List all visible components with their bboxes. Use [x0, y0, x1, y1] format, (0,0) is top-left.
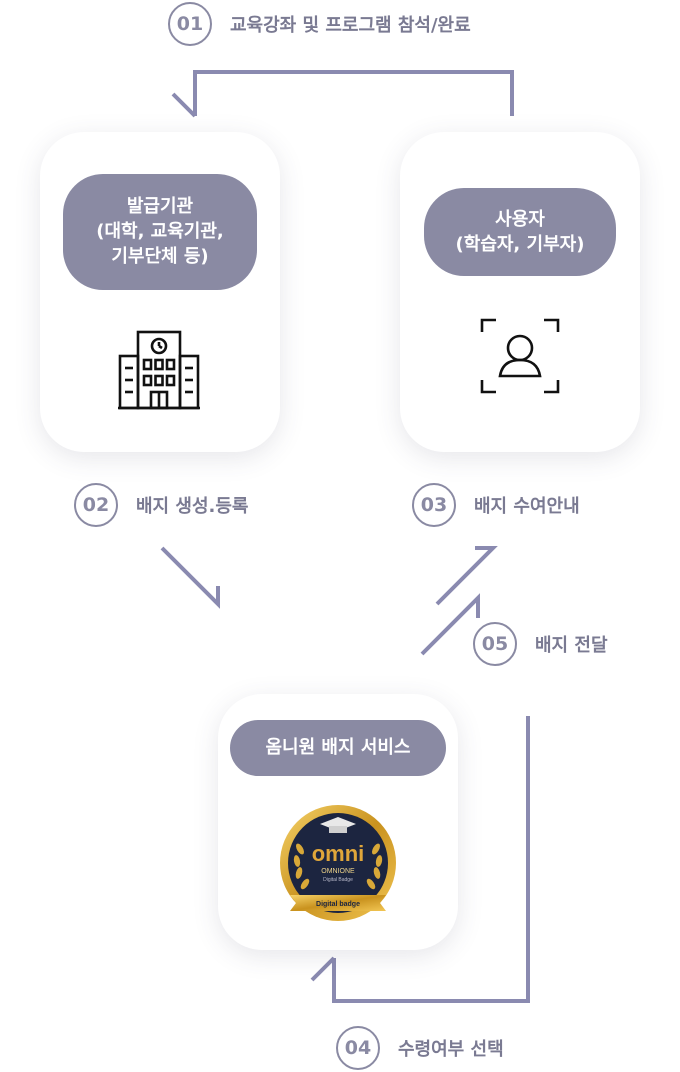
svg-text:OMNIONE: OMNIONE [321, 868, 355, 875]
omnione-badge-logo: omni OMNIONE Digital Badge Digital badge [280, 805, 396, 921]
issuer-card: 발급기관 (대학, 교육기관, 기부단체 등) [40, 132, 280, 452]
issuer-line-1: 발급기관 [126, 196, 194, 217]
step-number: 04 [336, 1026, 380, 1070]
issuer-label: 발급기관 (대학, 교육기관, 기부단체 등) [63, 174, 257, 290]
step-05: 05 배지 전달 [473, 622, 608, 666]
step-02: 02 배지 생성.등록 [74, 483, 248, 527]
step-label: 교육강좌 및 프로그램 참석/완료 [230, 15, 471, 36]
arrow-04-head [310, 956, 336, 982]
step-04: 04 수령여부 선택 [336, 1026, 504, 1070]
service-label: 옴니원 배지 서비스 [230, 720, 446, 776]
user-label: 사용자 (학습자, 기부자) [424, 188, 616, 276]
step-number: 05 [473, 622, 517, 666]
step-label: 배지 수여안내 [474, 496, 580, 517]
svg-text:omni: omni [312, 841, 365, 866]
step-number: 02 [74, 483, 118, 527]
svg-text:Digital Badge: Digital Badge [323, 877, 353, 883]
step-number: 03 [412, 483, 456, 527]
issuer-line-2: (대학, 교육기관, [96, 221, 224, 242]
arrow-01 [193, 70, 514, 116]
step-label: 배지 전달 [535, 635, 608, 656]
arrow-02 [160, 546, 220, 609]
step-03: 03 배지 수여안내 [412, 483, 580, 527]
svg-text:Digital badge: Digital badge [316, 901, 360, 908]
user-scan-icon [480, 318, 560, 394]
step-01: 01 교육강좌 및 프로그램 참석/완료 [168, 2, 471, 46]
service-card: 옴니원 배지 서비스 omni OMNIONE Digital Badge [218, 694, 458, 950]
user-line-2: (학습자, 기부자) [455, 234, 585, 255]
building-icon [118, 330, 200, 410]
user-line-1: 사용자 [495, 209, 545, 230]
arrow-01-head [171, 92, 197, 118]
arrow-03 [435, 546, 498, 606]
issuer-line-3: 기부단체 등) [111, 246, 209, 267]
step-label: 배지 생성.등록 [136, 496, 249, 517]
step-label: 수령여부 선택 [398, 1039, 504, 1060]
step-number: 01 [168, 2, 212, 46]
user-card: 사용자 (학습자, 기부자) [400, 132, 640, 452]
arrow-05 [420, 593, 480, 656]
arrow-04 [332, 716, 530, 1003]
